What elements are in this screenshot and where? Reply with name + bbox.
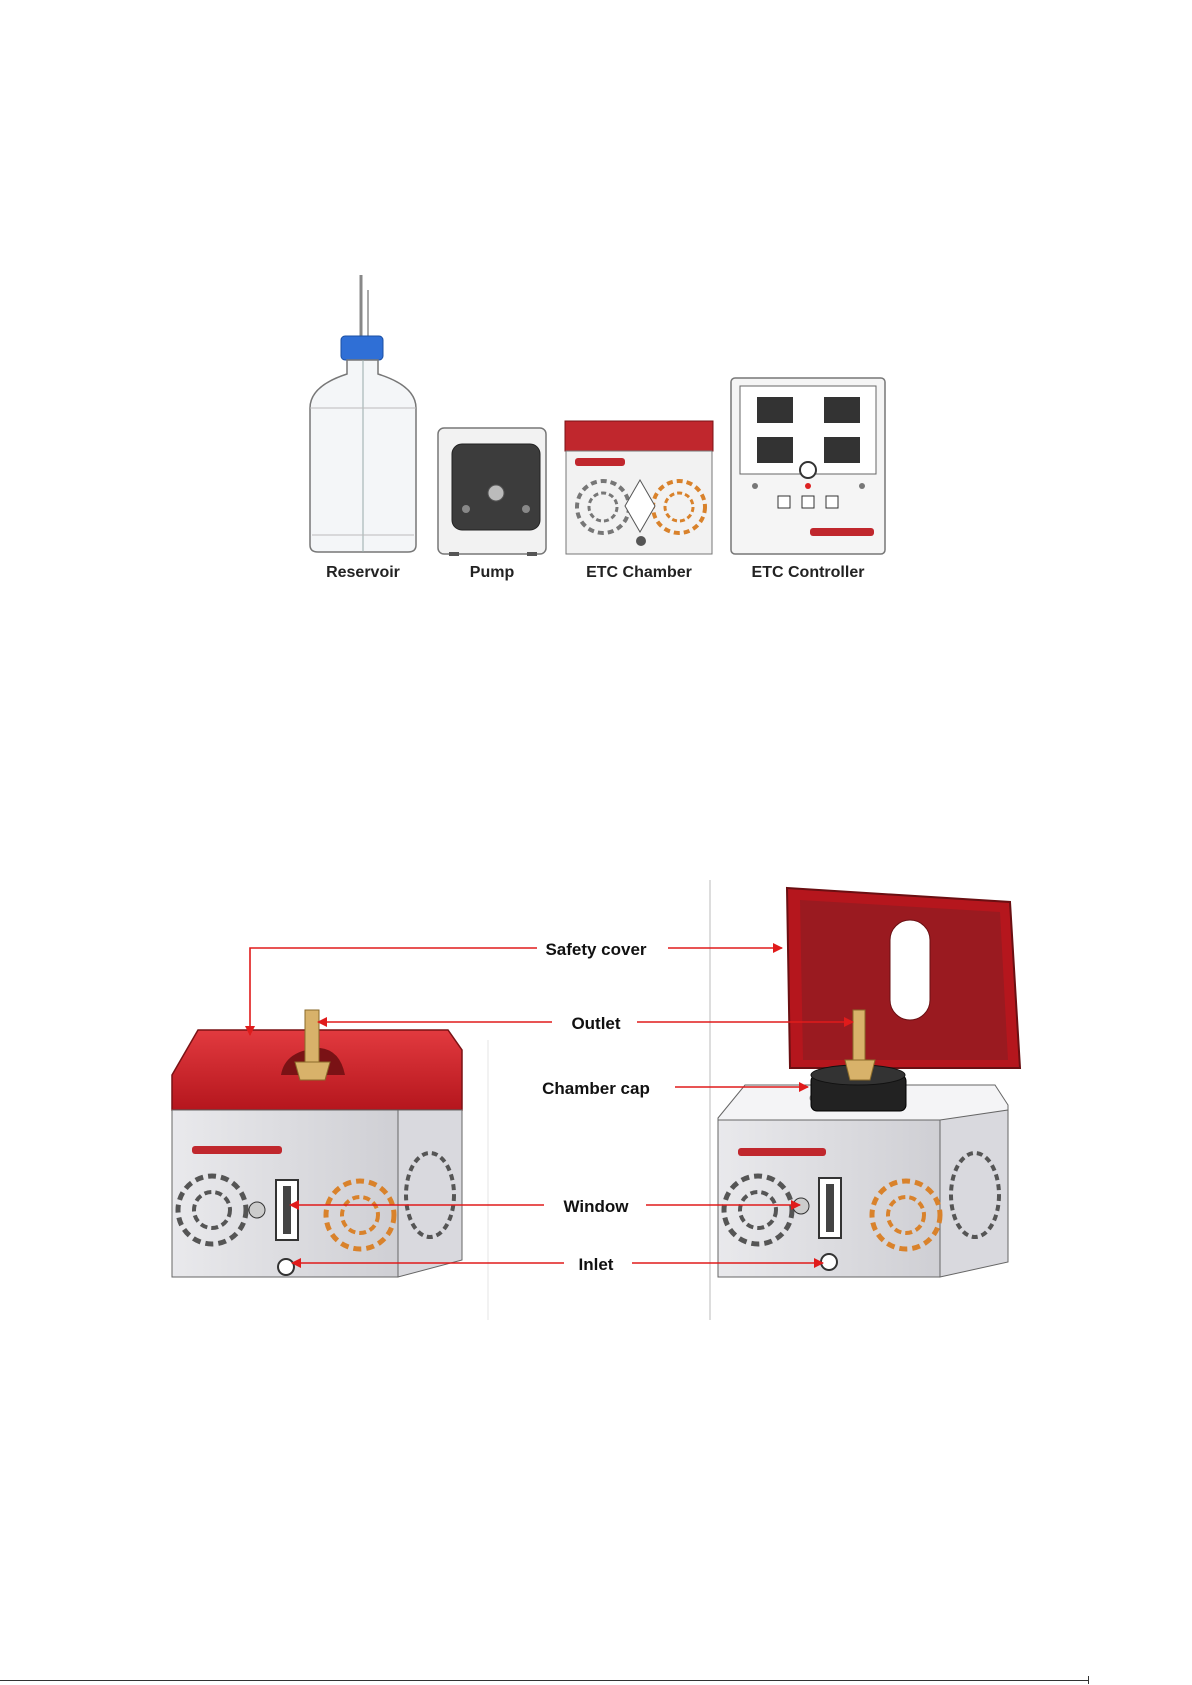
footer-tick (1088, 1676, 1089, 1684)
chamber-parts-figure: Safety cover Outlet Chamber cap Window I… (172, 880, 1020, 1320)
etc-controller-label: ETC Controller (752, 564, 865, 581)
pump-illustration (438, 428, 546, 556)
footer-rule (0, 1680, 1088, 1681)
chamber-closed-illustration (172, 1010, 462, 1277)
reservoir-cap (341, 336, 383, 360)
window-label: Window (564, 1197, 630, 1216)
reservoir-label: Reservoir (326, 564, 400, 581)
inlet-label: Inlet (579, 1255, 614, 1274)
etc-controller-illustration (731, 378, 885, 554)
safety-cover-label: Safety cover (545, 940, 646, 959)
chamber-cap-label: Chamber cap (542, 1079, 650, 1098)
chamber-open-illustration (718, 888, 1020, 1277)
reservoir-illustration (310, 275, 416, 552)
etc-chamber-label: ETC Chamber (586, 564, 692, 581)
etc-chamber-illustration (565, 421, 713, 554)
outlet-label: Outlet (571, 1014, 620, 1033)
components-overview-figure: Reservoir Pump ETC Chamber ETC Controlle… (310, 275, 885, 581)
pump-label: Pump (470, 564, 515, 581)
